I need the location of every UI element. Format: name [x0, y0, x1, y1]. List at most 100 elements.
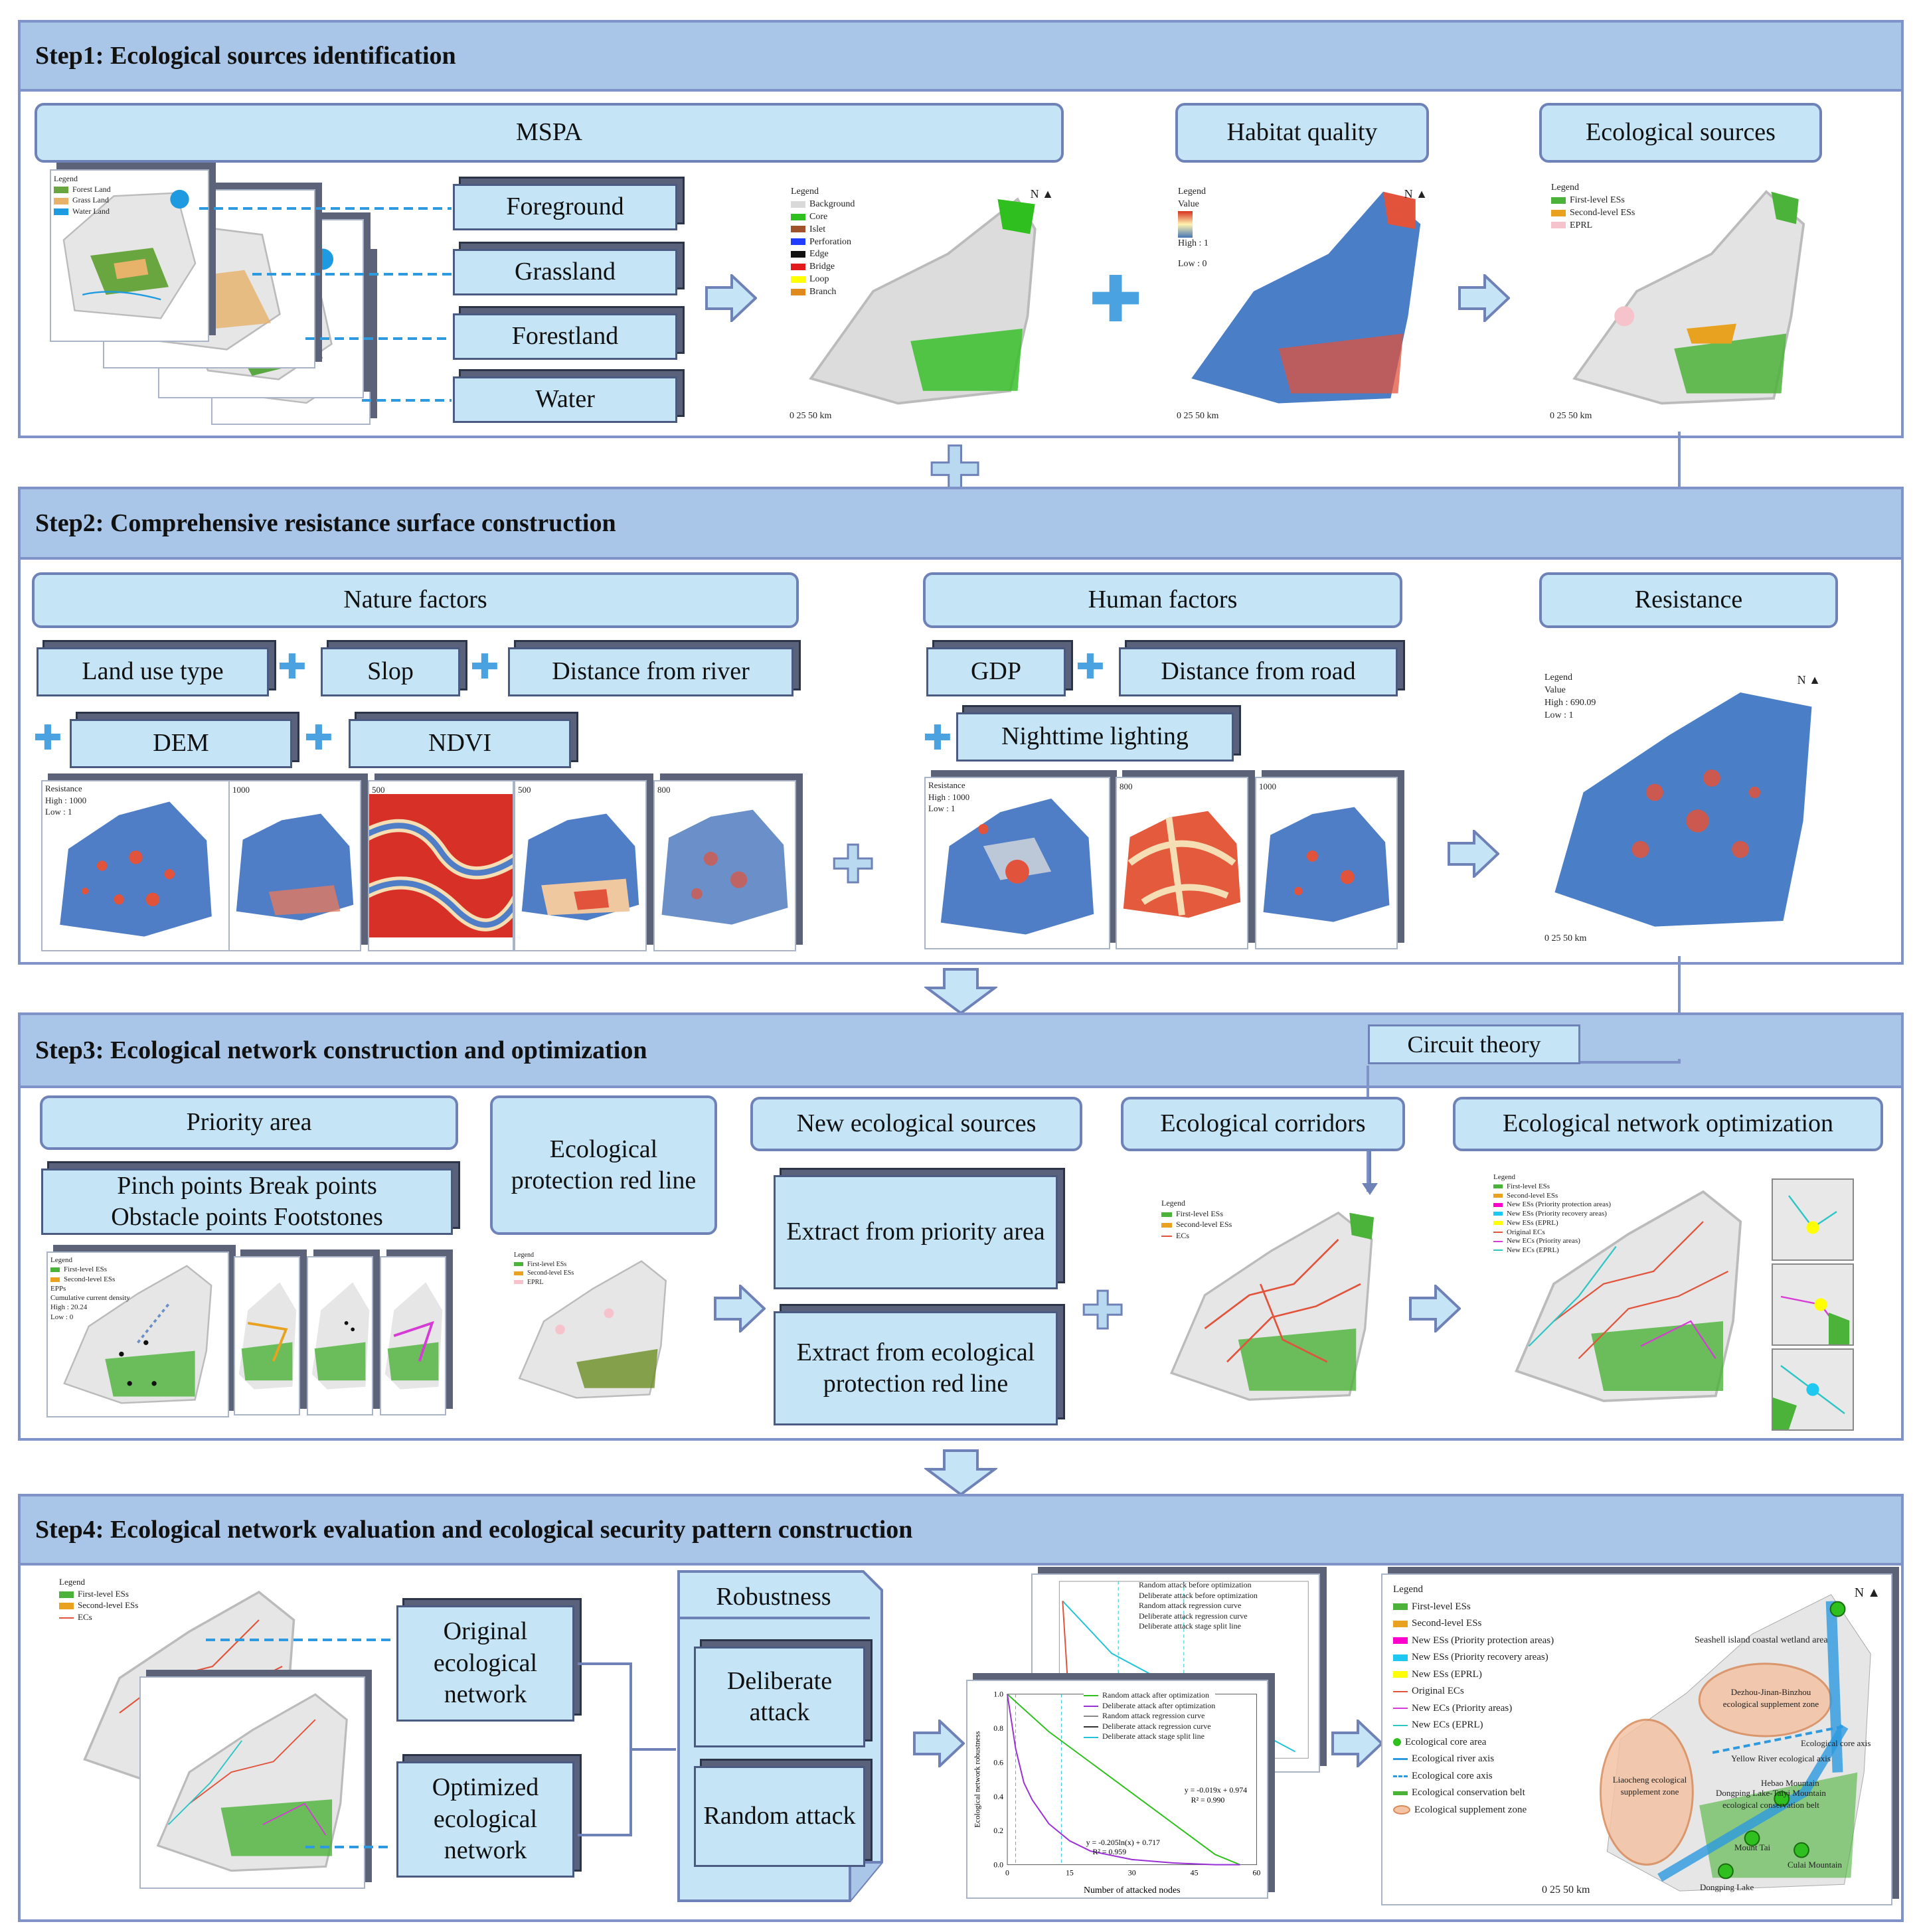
arrow-right-icon: [714, 1285, 766, 1332]
final-res-legend: Legend Value High : 690.09 Low : 1: [1544, 672, 1596, 722]
arrow-right-icon: [1331, 1720, 1383, 1767]
opt-item-7: New ECs (EPRL): [1507, 1246, 1559, 1254]
x-tick-label: 15: [1066, 1868, 1074, 1877]
landuse-legend-title: Legend: [54, 174, 78, 183]
series-line-1: [1007, 1694, 1240, 1866]
es-scale: 0 25 50 km: [1550, 411, 1592, 422]
x-tick-label: 45: [1191, 1868, 1199, 1877]
before-legend-1: Deliberate attack before optimization: [1139, 1590, 1258, 1600]
esp-item-3: New ESs (Priority recovery areas): [1412, 1652, 1548, 1662]
opt-item-3: New ESs (Priority recovery areas): [1507, 1210, 1607, 1218]
corridors-map: Legend First-level ESs Second-level ESs …: [1159, 1195, 1384, 1417]
human-factors-label: Human factors: [923, 572, 1402, 628]
opt-item-1: Second-level ESs: [1507, 1191, 1558, 1200]
nature-factors-label: Nature factors: [32, 572, 799, 628]
step2-title: Step2: Comprehensive resistance surface …: [21, 489, 1901, 560]
zoom-inset-2: [1772, 1263, 1854, 1346]
landuse-map-1: Legend Forest Land Grass Land Water Land: [50, 169, 209, 342]
nighttime-lighting-box: Nighttime lighting: [956, 712, 1234, 762]
hq-legend-title: Legend: [1178, 187, 1206, 197]
step4-title: Step4: Ecological network evaluation and…: [21, 1496, 1901, 1566]
res-legend: Resistance High : 1000 Low : 1: [45, 783, 86, 818]
esp-label-dezhou: Dezhou-Jinan-Binzhou ecological suppleme…: [1722, 1687, 1819, 1709]
esp-label-yellow-river: Yellow River ecological axis: [1731, 1753, 1831, 1763]
x-tick-label: 60: [1253, 1868, 1261, 1877]
esp-item-9: Ecological river axis: [1412, 1753, 1495, 1764]
priority-area-label: Priority area: [40, 1095, 458, 1150]
plus-icon: ✚: [304, 718, 333, 758]
opt-legend-title: Legend: [1493, 1173, 1515, 1181]
esp-item-12: Ecological supplement zone: [1414, 1804, 1527, 1815]
opt-item-2: New ESs (Priority protection areas): [1507, 1200, 1612, 1209]
circuit-theory-label: Circuit theory: [1368, 1024, 1580, 1064]
net-item-first: First-level ESs: [78, 1588, 129, 1599]
robustness-label: Robustness: [677, 1577, 870, 1619]
priority-item-epps: EPPs: [50, 1284, 66, 1293]
zoom-inset-3: [1772, 1348, 1854, 1431]
deliberate-attack-box: Deliberate attack: [694, 1647, 865, 1747]
north-arrow-icon: N ▲: [1404, 187, 1428, 201]
es-legend: Legend First-level ESs Second-level ESs …: [1551, 182, 1635, 232]
bracket-connector: [578, 1662, 676, 1836]
resistance-connector-line: [1678, 956, 1681, 1062]
big-plus-icon: ✚: [1080, 1281, 1125, 1342]
opt-item-5: Original ECs: [1507, 1228, 1545, 1236]
final-res-legend-value: Value: [1544, 684, 1566, 695]
mspa-scale: 0 25 50 km: [790, 411, 832, 422]
night-light-resistance-map: 1000: [1255, 777, 1398, 949]
mspa-legend-title: Legend: [791, 187, 819, 197]
plus-icon: ✚: [923, 718, 952, 758]
priority-item-second: Second-level ESs: [64, 1275, 116, 1283]
zoom-inset-1: [1772, 1178, 1854, 1261]
net-legend-title: Legend: [59, 1577, 85, 1587]
layer-connectors: [199, 207, 452, 402]
chart-r1: R² = 0.990: [1191, 1795, 1225, 1805]
dem-high-value: 500: [518, 785, 531, 795]
priority-legend-title: Legend: [50, 1256, 72, 1264]
esp-item-11: Ecological conservation belt: [1412, 1787, 1525, 1798]
eprl-map: Legend First-level ESs Second-level ESs …: [511, 1248, 674, 1411]
esp-item-7: New ECs (EPRL): [1412, 1720, 1483, 1730]
network-connectors: [206, 1639, 392, 1848]
mspa-item-islet: Islet: [809, 224, 826, 234]
mspa-label: MSPA: [35, 103, 1064, 163]
y-tick-label: 0.6: [993, 1757, 1003, 1767]
ndvi-high-value: 800: [657, 785, 671, 795]
landuse-legend: Legend Forest Land Grass Land Water Land: [54, 173, 111, 216]
original-network-label: Original ecological network: [396, 1605, 574, 1722]
mspa-item-background: Background: [809, 199, 855, 209]
esp-label-core-axis: Ecological core axis: [1801, 1738, 1871, 1748]
water-layer-box: Water: [453, 376, 677, 423]
opt-item-6: New ECs (Priority areas): [1507, 1237, 1580, 1246]
priority-item-ccd: Cumulative current density: [50, 1294, 130, 1303]
chart-ylabel: Ecological network robustness: [973, 1731, 982, 1828]
night-high-value: 1000: [1259, 781, 1276, 791]
final-resistance-map: Legend Value High : 690.09 Low : 1 0 25 …: [1541, 664, 1826, 949]
esp-scale: 0 25 50 km: [1542, 1884, 1590, 1896]
legend-grass: Grass Land: [72, 195, 109, 205]
river-high-value: 500: [372, 785, 385, 795]
north-arrow-icon: N ▲: [1030, 187, 1054, 201]
arrow-right-icon: [1458, 274, 1510, 322]
y-tick-label: 0.2: [993, 1826, 1003, 1835]
corr-legend: Legend First-level ESs Second-level ESs …: [1161, 1198, 1232, 1241]
arrow-down-icon: [924, 968, 997, 1014]
legend-forest: Forest Land: [72, 185, 111, 195]
priority-item-high: High : 20.24: [50, 1303, 88, 1312]
esp-item-10: Ecological core axis: [1412, 1770, 1493, 1781]
esp-item-6: New ECs (Priority areas): [1412, 1702, 1513, 1714]
priority-item-low: Low : 0: [50, 1313, 74, 1321]
net-item-ecs: ECs: [78, 1611, 92, 1622]
ndvi-resistance-map: 800: [653, 780, 796, 951]
mspa-item-bridge: Bridge: [809, 262, 835, 272]
res-legend-high: High : 1000: [45, 795, 87, 805]
dem-box: DEM: [70, 719, 292, 768]
north-arrow-icon: N ▲: [1854, 1585, 1880, 1600]
es-item-first: First-level ESs: [1570, 195, 1625, 205]
step1-title: Step1: Ecological sources identification: [21, 23, 1901, 92]
eprl-item-eprl: EPRL: [527, 1278, 544, 1286]
plus-icon: ✚: [278, 647, 307, 687]
points-box: Pinch points Break points Obstacle point…: [41, 1168, 453, 1235]
esp-item-4: New ESs (EPRL): [1412, 1668, 1482, 1680]
final-res-legend-high: High : 690.09: [1544, 697, 1596, 708]
